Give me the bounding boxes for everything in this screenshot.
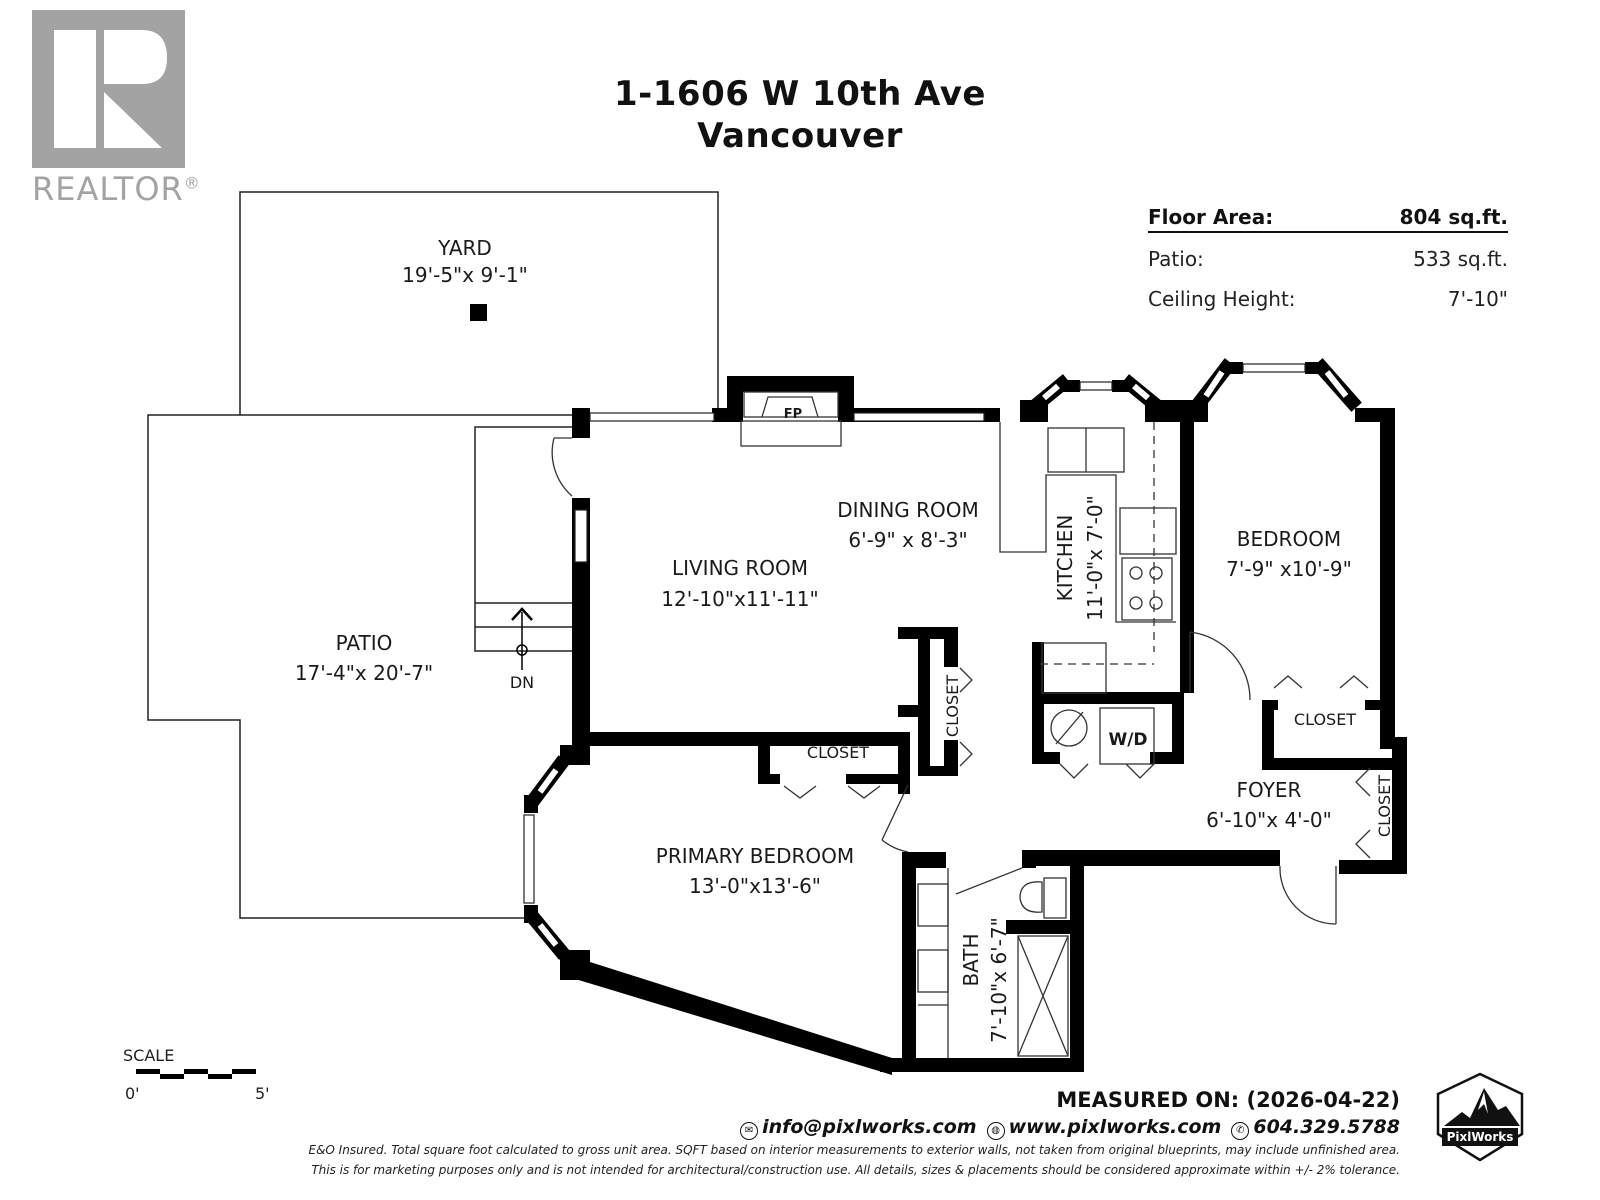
stat-patio: Patio: 533 sq.ft. [1148,247,1508,271]
email-icon: ✉ [740,1122,759,1140]
stat-value: 533 sq.ft. [1413,247,1508,271]
room-dims-living-room: 12'-10"x11'-11" [661,587,818,611]
foyer-closet-label: CLOSET [1375,775,1394,837]
room-name-dining-room: DINING ROOM [837,498,979,522]
realtor-logo: REALTOR® [32,8,200,208]
windows [523,363,1306,904]
contact-line: ✉info@pixlworks.com ◍www.pixlworks.com ✆… [740,1116,1400,1140]
primary-closet-label: CLOSET [807,743,869,762]
badge-text: PixlWorks [1446,1130,1514,1144]
phone-number: 604.329.5788 [1253,1116,1400,1138]
fireplace-hearth [743,391,839,418]
stat-ceiling-height: Ceiling Height: 7'-10" [1148,287,1508,311]
stat-value: 804 sq.ft. [1399,205,1508,229]
patio-outline [147,414,575,919]
scale-title: SCALE [123,1046,175,1065]
room-name-living-room: LIVING ROOM [672,556,808,580]
room-dims-primary-bedroom: 13'-0"x13'-6" [689,874,821,898]
stairs-down-arrow [511,607,533,670]
fixtures [551,391,1371,1058]
phone-icon: ✆ [1231,1122,1250,1140]
room-name-primary-bedroom: PRIMARY BEDROOM [656,844,854,868]
washer-dryer-label: W/D [1108,730,1147,750]
stat-label: Ceiling Height: [1148,287,1296,311]
room-name-bath: BATH [959,933,983,986]
room-dims-yard: 19'-5"x 9'-1" [402,263,528,287]
room-dims-kitchen: 11'-0"x 7'-0" [1083,495,1107,621]
website-contact: ◍www.pixlworks.com [986,1116,1222,1140]
room-name-yard: YARD [437,236,492,260]
yard-post [470,304,487,321]
room-dims-dining-room: 6'-9" x 8'-3" [848,528,967,552]
fireplace-label: FP [784,407,802,422]
registered-mark: ® [183,173,201,193]
room-name-bedroom: BEDROOM [1237,527,1341,551]
stair-landing [474,426,575,652]
stairs-dn-label: DN [510,673,534,692]
scale-end: 5' [255,1084,270,1103]
room-dims-patio: 17'-4"x 20'-7" [295,661,433,685]
realtor-wordmark: REALTOR [32,170,184,208]
address-line-2: Vancouver [697,116,903,156]
stat-value: 7'-10" [1447,287,1508,311]
room-dims-bath: 7'-10"x 6'-7" [987,917,1011,1043]
address-line-1: 1-1606 W 10th Ave [613,74,986,114]
stat-floor-area: Floor Area: 804 sq.ft. [1148,205,1508,233]
room-name-patio: PATIO [336,631,393,655]
measured-on: MEASURED ON: (2026-04-22) [1056,1088,1400,1112]
email-link[interactable]: info@pixlworks.com [762,1116,977,1138]
scale-start: 0' [125,1084,140,1103]
hall-closet-label: CLOSET [943,675,962,737]
room-name-foyer: FOYER [1237,778,1302,802]
room-dims-bedroom: 7'-9" x10'-9" [1226,557,1352,581]
email-contact: ✉info@pixlworks.com [740,1116,977,1140]
stat-label: Floor Area: [1148,205,1274,229]
yard-outline [239,191,719,415]
pixlworks-badge: PixlWorks [1432,1072,1528,1164]
mountain-logo-icon [1436,1072,1524,1162]
disclaimer-line-2: This is for marketing purposes only and … [311,1163,1400,1177]
room-name-kitchen: KITCHEN [1053,515,1077,602]
globe-icon: ◍ [986,1122,1005,1140]
disclaimer-line-1: E&O Insured. Total square foot calculate… [308,1143,1400,1157]
realtor-r-icon [32,10,185,168]
scale-bar [136,1069,256,1079]
phone-contact: ✆604.329.5788 [1231,1116,1400,1140]
bedroom-closet-label: CLOSET [1294,710,1356,729]
room-dims-foyer: 6'-10"x 4'-0" [1206,808,1332,832]
stat-label: Patio: [1148,247,1204,271]
bay-window-panes [537,370,1349,947]
website-link[interactable]: www.pixlworks.com [1008,1116,1222,1138]
